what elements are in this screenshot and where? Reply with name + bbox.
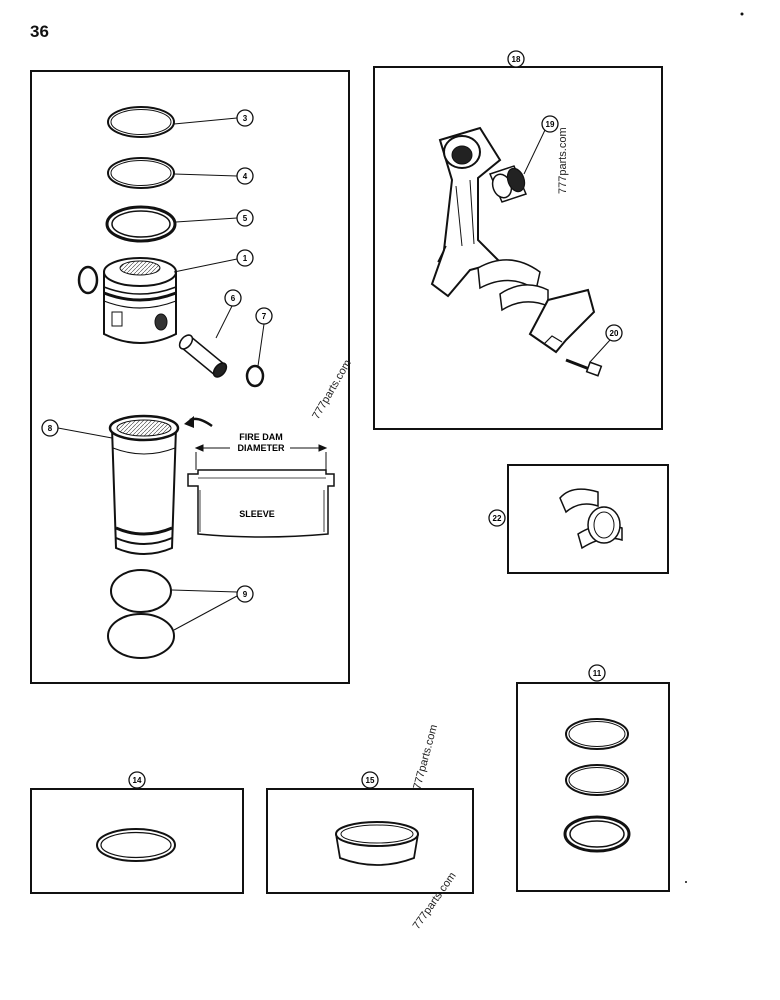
sleeve-detail-labels: FIRE DAM DIAMETER SLEEVE <box>238 432 286 519</box>
callout-5: 5 <box>243 214 248 223</box>
page-number: 36 <box>30 22 49 41</box>
watermark-2: 777parts.com <box>557 127 569 194</box>
callout-14: 14 <box>133 776 142 785</box>
compression-ring-top-icon <box>107 106 175 138</box>
callout-15: 15 <box>366 776 375 785</box>
o-ring-seal-icon <box>107 569 175 659</box>
callout-3: 3 <box>243 114 248 123</box>
callout-22: 22 <box>493 514 502 523</box>
sleeve-insert-icon <box>335 821 419 866</box>
callout-6: 6 <box>231 294 236 303</box>
snap-ring-icon <box>77 265 99 295</box>
watermark-4: 777parts.com <box>411 870 459 931</box>
connecting-rod-icon <box>430 126 596 354</box>
callout-1: 1 <box>243 254 248 263</box>
compression-ring-second-icon <box>107 157 175 189</box>
diameter-label: DIAMETER <box>238 443 286 453</box>
piston-pin-icon <box>178 334 228 378</box>
seal-ring-icon <box>96 828 176 862</box>
piston-icon <box>103 257 177 344</box>
callout-18: 18 <box>512 55 521 64</box>
fire-dam-label: FIRE DAM <box>239 432 283 442</box>
cylinder-sleeve-icon <box>108 414 180 555</box>
callout-numbers: 3 4 5 1 6 7 8 9 18 19 20 22 11 14 15 <box>48 55 619 785</box>
piston-liner-group-frame <box>30 70 350 684</box>
sleeve-section-detail <box>184 416 335 538</box>
callout-19: 19 <box>546 120 555 129</box>
callout-11: 11 <box>593 669 602 678</box>
scan-speck <box>740 12 744 16</box>
seal-ring-frame <box>30 788 244 894</box>
sleeve-label: SLEEVE <box>239 509 275 519</box>
watermark-1: 777parts.com <box>310 358 354 422</box>
bushing-icon <box>488 165 528 203</box>
callout-4: 4 <box>243 172 248 181</box>
ring-set-frame <box>516 682 670 892</box>
piston-ring-icon <box>563 718 631 853</box>
rod-bearing-frame <box>507 464 669 574</box>
pin-retainer-icon <box>245 364 265 388</box>
scan-speck <box>685 881 687 883</box>
watermark-3: 777parts.com <box>411 723 440 790</box>
callout-9: 9 <box>243 590 248 599</box>
oil-ring-icon <box>105 205 177 243</box>
bearing-shell-icon <box>559 488 623 550</box>
sleeve-insert-frame <box>266 788 474 894</box>
callout-7: 7 <box>262 312 267 321</box>
callout-8: 8 <box>48 424 53 433</box>
rod-bolt-icon <box>565 358 603 377</box>
callout-circles <box>41 50 623 789</box>
callout-20: 20 <box>610 329 619 338</box>
leader-lines <box>57 117 611 631</box>
